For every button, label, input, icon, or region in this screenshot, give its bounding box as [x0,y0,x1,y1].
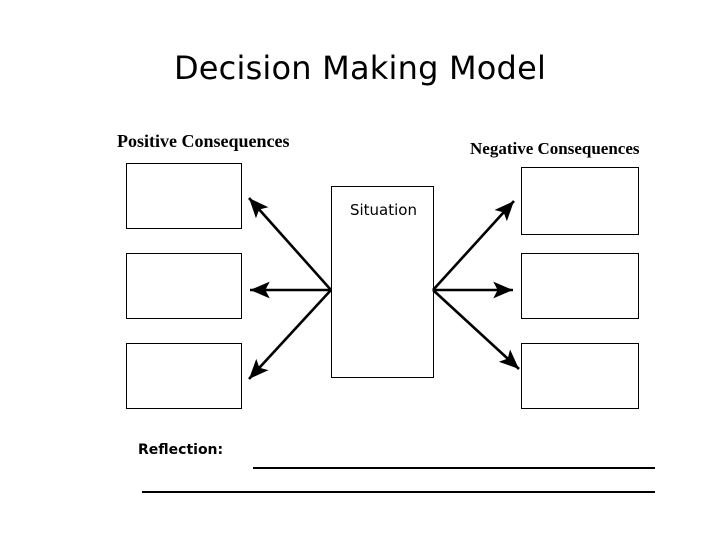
positive-consequence-box-2[interactable] [126,253,242,319]
arrow-left-down [248,289,332,380]
reflection-line-1[interactable] [253,467,655,469]
negative-consequence-box-1[interactable] [521,167,639,235]
arrow-right-down [432,289,520,370]
positive-consequence-box-3[interactable] [126,343,242,409]
situation-box[interactable]: Situation [331,186,434,378]
positive-consequences-label: Positive Consequences [117,131,290,151]
negative-consequence-box-3[interactable] [521,343,639,409]
positive-consequence-box-1[interactable] [126,163,242,229]
page-title: Decision Making Model [173,49,547,87]
negative-consequences-label: Negative Consequences [470,139,640,158]
reflection-line-2[interactable] [142,491,655,493]
reflection-label: Reflection: [138,442,224,458]
negative-consequence-box-2[interactable] [521,253,639,319]
arrow-left-up [248,197,332,291]
situation-label: Situation [349,201,417,219]
arrow-right-up [432,200,515,291]
